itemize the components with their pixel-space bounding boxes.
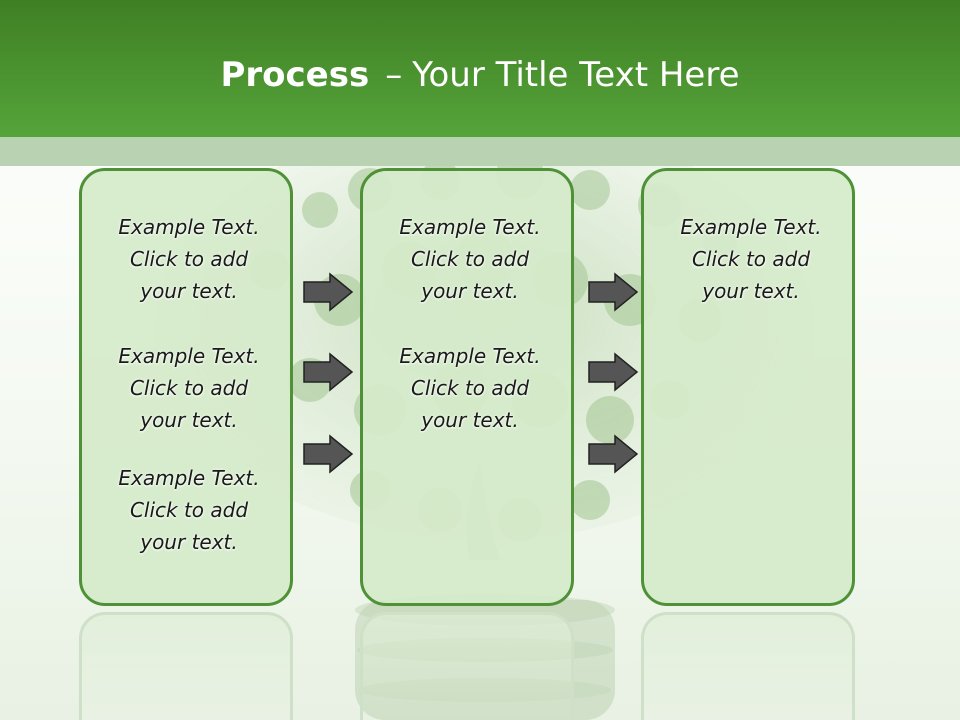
text-line: Example Text.	[680, 215, 822, 239]
right-arrow-icon	[303, 352, 354, 392]
text-line: Click to add	[129, 376, 249, 400]
right-arrow-icon	[588, 352, 639, 392]
text-line: Example Text.	[118, 344, 260, 368]
box-reflection	[360, 612, 574, 720]
text-line: Click to add	[129, 498, 249, 522]
title-rest: Your Title Text Here	[412, 55, 740, 95]
text-line: your text.	[140, 530, 238, 554]
text-line: Click to add	[410, 376, 530, 400]
process-box-2[interactable]: Example Text. Click to add your text. Ex…	[360, 168, 574, 606]
text-line: Example Text.	[118, 466, 260, 490]
title-main: Process	[220, 55, 370, 95]
right-arrow-icon	[588, 272, 639, 312]
process-box-3[interactable]: Example Text. Click to add your text.	[641, 168, 855, 606]
text-line: Example Text.	[118, 215, 260, 239]
right-arrow-icon	[303, 434, 354, 474]
text-line: your text.	[421, 408, 519, 432]
page-title[interactable]: Process–Your Title Text Here	[0, 52, 960, 98]
text-line: Click to add	[129, 247, 249, 271]
box-reflection	[79, 612, 293, 720]
text-line: your text.	[140, 408, 238, 432]
text-line: Example Text.	[399, 215, 541, 239]
text-line: Example Text.	[399, 344, 541, 368]
text-block[interactable]: Example Text. Click to add your text.	[82, 462, 296, 558]
right-arrow-icon	[588, 434, 639, 474]
text-line: Click to add	[691, 247, 811, 271]
header-band	[0, 137, 960, 166]
text-line: your text.	[140, 279, 238, 303]
text-block[interactable]: Example Text. Click to add your text.	[363, 340, 577, 436]
process-box-1[interactable]: Example Text. Click to add your text. Ex…	[79, 168, 293, 606]
text-line: your text.	[702, 279, 800, 303]
text-block[interactable]: Example Text. Click to add your text.	[644, 211, 858, 307]
text-block[interactable]: Example Text. Click to add your text.	[363, 211, 577, 307]
right-arrow-icon	[303, 272, 354, 312]
text-block[interactable]: Example Text. Click to add your text.	[82, 340, 296, 436]
title-header-bar: Process–Your Title Text Here	[0, 0, 960, 137]
text-line: Click to add	[410, 247, 530, 271]
box-reflection	[641, 612, 855, 720]
title-separator: –	[385, 55, 403, 95]
text-block[interactable]: Example Text. Click to add your text.	[82, 211, 296, 307]
text-line: your text.	[421, 279, 519, 303]
